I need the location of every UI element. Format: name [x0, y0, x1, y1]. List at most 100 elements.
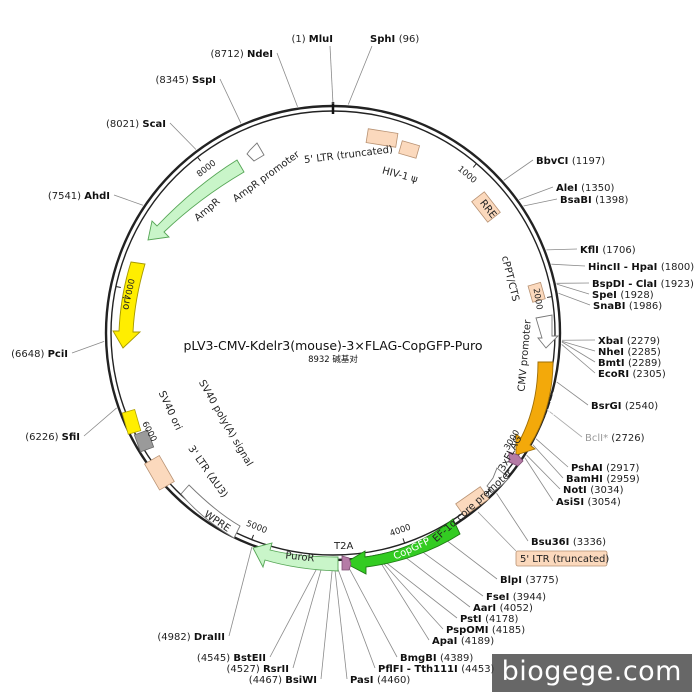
site-position: (3034) — [590, 485, 623, 496]
restriction-site-label[interactable]: AsiSI (3054) — [556, 497, 621, 508]
site-position: (2289) — [628, 358, 661, 369]
tick-mark — [546, 296, 553, 298]
restriction-site-label[interactable]: BsrGI (2540) — [591, 401, 658, 412]
site-position: (2540) — [625, 401, 658, 412]
site-leader-line — [561, 344, 596, 374]
feature-cppt-box[interactable] — [527, 281, 546, 303]
site-name: DraIII — [194, 632, 225, 643]
feature-sv40ori-box[interactable] — [133, 429, 155, 453]
restriction-site-label[interactable]: NheI (2285) — [598, 347, 661, 358]
feature-label-ef1a: EF-1α core promoter — [431, 467, 516, 545]
site-position: (4052) — [500, 603, 533, 614]
restriction-site-label[interactable]: PspOMI (4185) — [446, 625, 525, 636]
feature-kdelr3-arrow[interactable] — [515, 361, 554, 456]
site-name: FseI — [486, 592, 513, 603]
restriction-site-label[interactable]: BlpI (3775) — [500, 575, 559, 586]
restriction-site-label[interactable]: AarI (4052) — [473, 603, 533, 614]
tick-mark — [197, 156, 201, 162]
restriction-site-label[interactable]: SpeI (1928) — [592, 290, 654, 301]
restriction-site-label[interactable]: (4545) BstEII — [197, 653, 266, 664]
restriction-site-label[interactable]: (1) MluI — [291, 34, 333, 45]
site-leader-line — [113, 194, 144, 206]
site-leader-line — [334, 561, 376, 669]
site-leader-line — [377, 557, 430, 641]
feature-hiv1-psi-box[interactable] — [398, 140, 421, 159]
restriction-site-label[interactable]: BamHI (2959) — [566, 474, 640, 485]
feature-label-ori: ori — [120, 296, 133, 311]
restriction-site-label[interactable]: BclI* (2726) — [585, 433, 645, 444]
feature-label-puror: PuroR — [285, 550, 315, 564]
restriction-site-label[interactable]: HincII - HpaI (1800) — [588, 262, 694, 273]
restriction-site-label[interactable]: (6226) SfiI — [25, 432, 80, 443]
tick-label: 4000 — [389, 523, 413, 539]
site-leader-line — [548, 410, 583, 438]
restriction-site-label[interactable]: Bsu36I (3336) — [531, 537, 606, 548]
feature-ampr-promoter-arrow[interactable] — [246, 142, 265, 162]
site-position: (2305) — [633, 369, 666, 380]
restriction-site-label[interactable]: BbvCI (1197) — [536, 156, 605, 167]
site-name: PasI — [350, 675, 377, 686]
tick-label: 7000 — [123, 278, 137, 301]
feature-cmv-promoter-arrow[interactable] — [535, 314, 560, 349]
feature-3xflag[interactable] — [508, 451, 524, 467]
feature-copgfp-arrow[interactable] — [344, 518, 461, 575]
restriction-site-label[interactable]: PstI (4178) — [460, 614, 518, 625]
feature-ori-arrow[interactable] — [112, 261, 146, 349]
site-position: (3054) — [588, 497, 621, 508]
restriction-site-label[interactable]: SnaBI (1986) — [593, 301, 662, 312]
restriction-site-label[interactable]: BmgBI (4389) — [400, 653, 473, 664]
feature-wpre[interactable] — [180, 484, 241, 539]
restriction-site-label[interactable]: AleI (1350) — [556, 183, 615, 194]
feature-label-t2a: T2A — [333, 541, 353, 552]
restriction-site-label[interactable]: FseI (3944) — [486, 592, 546, 603]
feature-puror-arrow[interactable] — [252, 542, 339, 572]
site-leader-line — [551, 263, 586, 267]
restriction-site-label[interactable]: XbaI (2279) — [598, 336, 660, 347]
restriction-site-labels: (1) MluI SphI (96) BbvCI (1197) AleI (1350)… — [11, 34, 694, 686]
feature-sv40polya-box[interactable] — [121, 409, 142, 435]
restriction-site-label[interactable]: (8712) NdeI — [211, 49, 273, 60]
restriction-site-label[interactable]: PshAI (2917) — [571, 463, 640, 474]
restriction-site-label[interactable]: KflI (1706) — [580, 245, 636, 256]
restriction-site-label[interactable]: (7541) AhdI — [48, 191, 110, 202]
feature-rre-box[interactable] — [471, 191, 501, 223]
restriction-site-label[interactable]: (8345) SspI — [156, 75, 216, 86]
restriction-site-label[interactable]: NotI (3034) — [563, 485, 624, 496]
restriction-site-label[interactable]: (6648) PciI — [11, 349, 68, 360]
ltr-callout-label: 5' LTR (truncated) — [520, 554, 609, 565]
feature-5ltr-box[interactable] — [365, 128, 399, 148]
feature-ef1a-arrow[interactable] — [486, 467, 510, 493]
restriction-site-label[interactable]: BspDI - ClaI (1923) — [592, 279, 694, 290]
feature-ampr-arrow[interactable] — [147, 159, 245, 241]
restriction-site-label[interactable]: SphI (96) — [370, 34, 419, 45]
site-name: BamHI — [566, 474, 606, 485]
site-name: BlpI — [500, 575, 525, 586]
tick-label: 2000 — [530, 288, 543, 311]
ltr-callout-box — [515, 550, 608, 567]
restriction-site-label[interactable]: PasI (4460) — [350, 675, 410, 686]
tick-label: 1000 — [455, 164, 478, 186]
restriction-site-label[interactable]: EcoRI (2305) — [598, 369, 666, 380]
feature-5ltr-lower-box[interactable] — [455, 486, 490, 517]
feature-label-ampr-promoter: AmpR promoter — [231, 149, 302, 205]
restriction-site-label[interactable]: (4527) RsrII — [227, 664, 289, 675]
site-name: BsiWI — [285, 675, 317, 686]
site-position: (6648) — [11, 349, 47, 360]
site-name: BstEII — [233, 653, 266, 664]
restriction-site-label[interactable]: ApaI (4189) — [432, 636, 494, 647]
site-position: (2279) — [627, 336, 660, 347]
site-leader-line — [546, 248, 578, 251]
restriction-site-label[interactable]: (4982) DraIII — [157, 632, 225, 643]
site-position: (4982) — [157, 632, 193, 643]
feature-layer — [112, 128, 560, 575]
restriction-site-label[interactable]: PflFI - Tth111I (4453) — [378, 664, 495, 675]
restriction-site-label[interactable]: (8021) ScaI — [106, 119, 166, 130]
restriction-site-label[interactable]: BmtI (2289) — [598, 358, 661, 369]
site-name: AsiSI — [556, 497, 588, 508]
restriction-site-label[interactable]: BsaBI (1398) — [560, 195, 629, 206]
restriction-site-label[interactable]: (4467) BsiWI — [249, 675, 317, 686]
feature-3ltr-box[interactable] — [144, 454, 175, 491]
site-leader-line — [558, 292, 591, 306]
feature-t2a[interactable] — [341, 555, 352, 571]
site-name: SnaBI — [593, 301, 629, 312]
